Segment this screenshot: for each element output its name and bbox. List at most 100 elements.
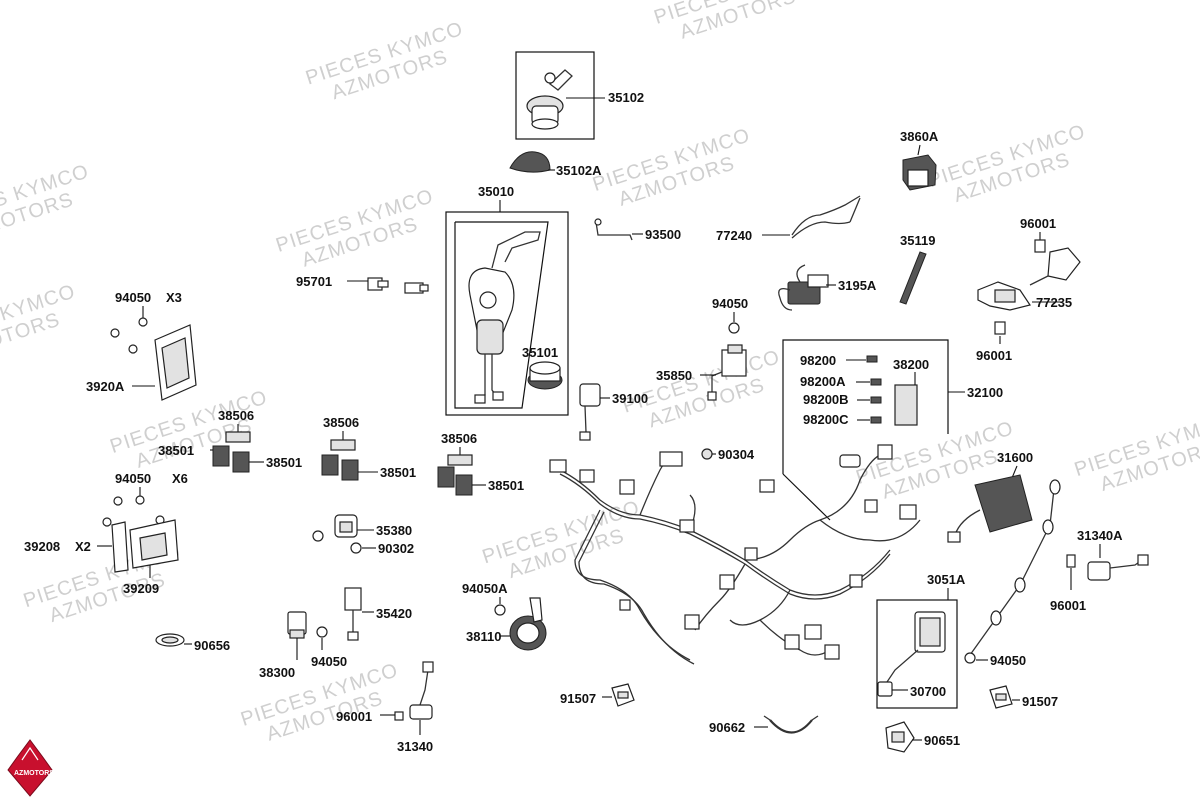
label-91507-b: 91507 (1022, 694, 1058, 709)
relay-35420-part[interactable] (344, 587, 362, 641)
watermark-4: PIECES KYMCO AZMOTORS (303, 18, 466, 104)
label-x6: X6 (172, 471, 188, 486)
frame-32100 (782, 339, 949, 474)
label-38506-b: 38506 (323, 415, 359, 430)
relay-35850-part[interactable] (707, 344, 747, 401)
label-91507-a: 91507 (560, 691, 596, 706)
relay-38501-group-b[interactable] (321, 454, 359, 481)
bolt-96001-right-part[interactable] (994, 321, 1006, 335)
label-31600: 31600 (997, 450, 1033, 465)
switch-39100-part[interactable] (579, 383, 601, 441)
relay-socket-38506-b-part[interactable] (330, 439, 356, 451)
cable-77240-part[interactable] (791, 195, 861, 239)
watermark-12: PIECES KYMCO AZMOTORS (480, 497, 643, 583)
wire-harness-32100-part[interactable] (549, 444, 921, 665)
label-32100: 32100 (967, 385, 1003, 400)
fuse-box-38200-part[interactable] (894, 372, 918, 426)
nut-90304-part[interactable] (701, 448, 713, 460)
label-3195A: 3195A (838, 278, 877, 293)
rod-35119-part[interactable] (899, 251, 927, 305)
label-96001-bot: 96001 (336, 709, 372, 724)
label-38506-c: 38506 (441, 431, 477, 446)
azmotors-logo: AZMOTORS (7, 739, 54, 797)
sensor-90651-part[interactable] (885, 721, 915, 753)
watermark-15: PIECES KYMCO AZMOTORS (1072, 409, 1200, 495)
label-39208: 39208 (24, 539, 60, 554)
frame-35010-inner (454, 221, 549, 409)
svg-text:AZMOTORS: AZMOTORS (14, 770, 54, 777)
ignition-cap-part[interactable] (527, 361, 563, 390)
relay-socket-38506-c-part[interactable] (447, 454, 473, 466)
bolt-93500-part[interactable] (594, 218, 633, 241)
nut-94050A-part[interactable] (494, 604, 506, 616)
clip-90656-part[interactable] (155, 633, 185, 647)
key-cap-part[interactable] (526, 69, 573, 130)
label-77240: 77240 (716, 228, 752, 243)
frame-3051A (876, 599, 958, 709)
nut-94050-bot-part[interactable] (316, 626, 328, 638)
sensor-31340A-part[interactable] (1087, 554, 1149, 581)
label-38506-a: 38506 (218, 408, 254, 423)
horn-38110-part[interactable] (509, 597, 547, 651)
fuse-98200-parts[interactable] (866, 355, 882, 424)
clip-91507-b-part[interactable] (989, 685, 1013, 709)
bolt-96001-far-part[interactable] (1066, 554, 1076, 568)
label-30700: 30700 (910, 684, 946, 699)
label-x2: X2 (75, 539, 91, 554)
label-35420: 35420 (376, 606, 412, 621)
key-cover-part[interactable] (509, 151, 551, 173)
frame-35102 (515, 51, 595, 140)
screw-95701-part[interactable] (367, 277, 429, 294)
label-35102: 35102 (608, 90, 644, 105)
clip-91507-a-part[interactable] (611, 683, 635, 707)
nut-94050-x6-part[interactable] (102, 495, 165, 527)
bracket-77235-part[interactable] (977, 247, 1081, 311)
bracket-39209-part[interactable] (111, 519, 179, 573)
label-38300: 38300 (259, 665, 295, 680)
bolt-90302-part[interactable] (350, 542, 362, 554)
watermark-2: PIECES KYMCO AZMOTORS (0, 160, 92, 246)
starter-relay-part[interactable] (902, 154, 937, 191)
label-38501-b: 38501 (266, 455, 302, 470)
label-96001-top: 96001 (1020, 216, 1056, 231)
label-31340: 31340 (397, 739, 433, 754)
regulator-3195A-part[interactable] (778, 264, 829, 311)
clamp-90662-part[interactable] (763, 715, 819, 734)
label-35102A: 35102A (556, 163, 602, 178)
label-90656: 90656 (194, 638, 230, 653)
frame-35010 (445, 211, 569, 416)
ignition-coil-3051A-part[interactable] (877, 611, 946, 697)
relay-socket-38506-a-part[interactable] (225, 431, 251, 443)
label-x3: X3 (166, 290, 182, 305)
watermark-8: PIECES KYMCO AZMOTORS (1032, 0, 1154, 2)
label-94050-x6: 94050 (115, 471, 151, 486)
bolt-96001-top-part[interactable] (1034, 239, 1046, 253)
label-35119: 35119 (900, 233, 935, 248)
frame-32100-leader (782, 473, 831, 521)
label-3920A: 3920A (86, 379, 125, 394)
sensor-31340-part[interactable] (394, 661, 434, 721)
label-3860A: 3860A (900, 129, 939, 144)
label-38501-c: 38501 (380, 465, 416, 480)
label-93500: 93500 (645, 227, 681, 242)
relay-38501-group-c[interactable] (437, 466, 473, 496)
cdi-unit-3920A-part[interactable] (154, 324, 197, 401)
label-39209: 39209 (123, 581, 159, 596)
label-94050-mid: 94050 (712, 296, 748, 311)
label-38501-a: 38501 (158, 443, 194, 458)
nut-94050-mid-part[interactable] (728, 322, 740, 334)
bulb-38300-part[interactable] (287, 611, 307, 639)
label-35101: 35101 (522, 345, 558, 360)
ignition-switch-part[interactable] (468, 231, 541, 404)
nut-94050-x3-part[interactable] (110, 317, 148, 354)
cable-30700-part[interactable] (964, 479, 1061, 664)
relay-38501-group-a[interactable] (212, 445, 250, 473)
regulator-31600-part[interactable] (947, 474, 1033, 543)
sensor-35380-part[interactable] (312, 514, 358, 542)
label-98200C: 98200C (803, 412, 849, 427)
watermark-10: PIECES KYMCO AZMOTORS (107, 386, 270, 472)
label-90651: 90651 (924, 733, 960, 748)
label-38200: 38200 (893, 357, 929, 372)
